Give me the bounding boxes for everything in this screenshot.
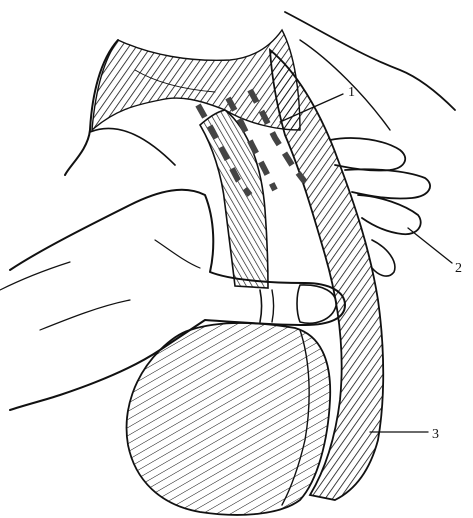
label-2: 2: [455, 261, 462, 276]
intestinal-loop-left: [200, 110, 268, 288]
label-3: 3: [432, 427, 439, 442]
label-1: 1: [348, 85, 355, 100]
intestinal-loop-lower: [127, 323, 331, 515]
upper-tissue-mass: [92, 30, 300, 130]
